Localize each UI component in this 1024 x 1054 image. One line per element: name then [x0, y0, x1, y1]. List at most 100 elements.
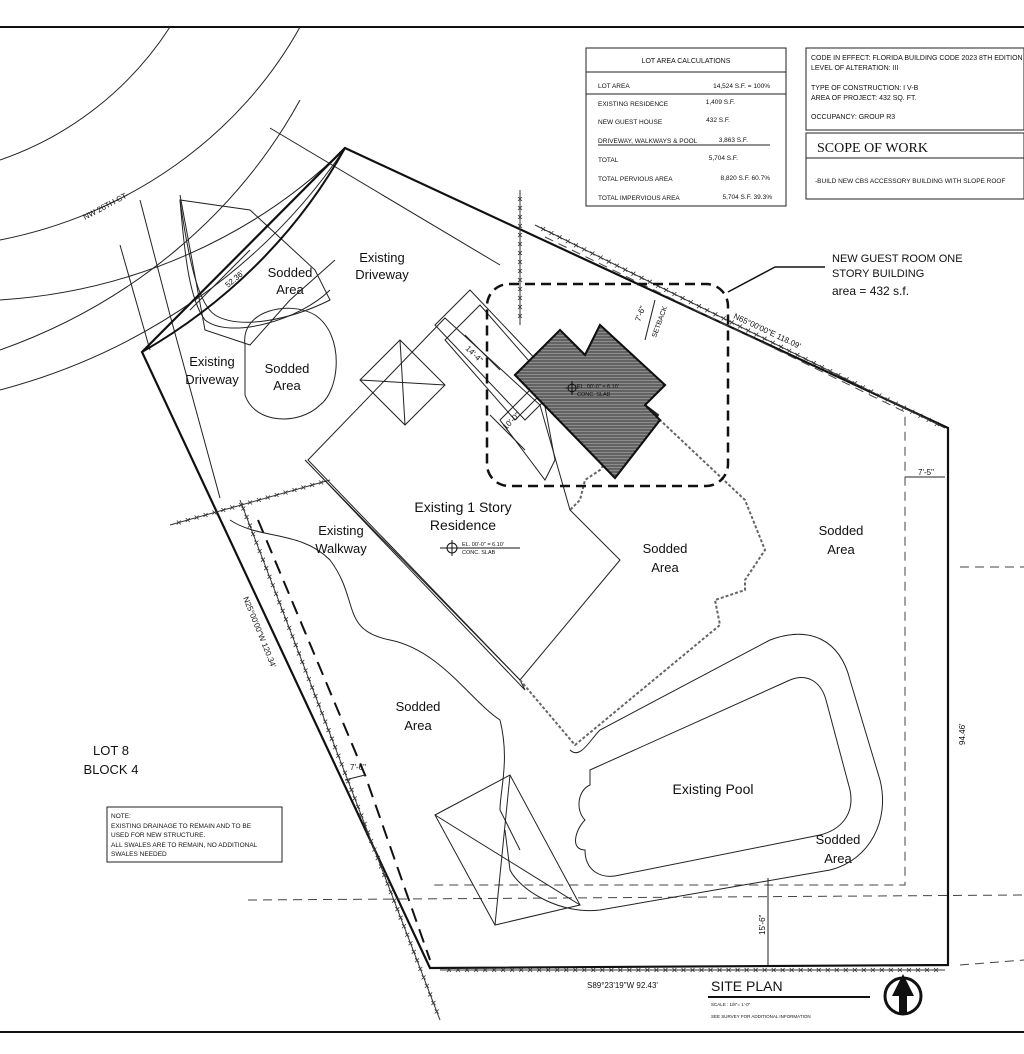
fence-tick	[270, 582, 276, 588]
fence-tick	[280, 608, 285, 614]
lot-calc-label: TOTAL PERVIOUS AREA	[598, 176, 673, 183]
lot-calc-label: TOTAL IMPERVIOUS AREA	[598, 195, 680, 202]
fence-tick	[600, 967, 605, 973]
lot-calc-label: NEW GUEST HOUSE	[598, 119, 663, 126]
lot-calc-label: LOT AREA	[598, 83, 630, 90]
area-label: Sodded	[265, 361, 310, 376]
fence-tick	[836, 372, 841, 378]
fence-tick	[240, 506, 246, 511]
sodded-island-2	[244, 307, 337, 420]
area-label: Sodded	[819, 523, 864, 538]
sodded-island-1	[179, 199, 331, 323]
pool-shade-structure	[434, 774, 581, 926]
fence-tick	[359, 813, 364, 818]
fence-tick	[517, 196, 523, 202]
fence-tick	[573, 243, 579, 248]
fence-tick	[879, 967, 885, 973]
fence-tick	[464, 967, 470, 973]
fence-tick	[618, 967, 623, 973]
fence-tick	[825, 967, 831, 973]
code-info-box	[805, 47, 1024, 131]
fence-tick	[500, 967, 506, 973]
lot-calc-value: 5,704 S.F.	[709, 155, 738, 162]
dimension-label: 14'-4"	[464, 344, 485, 365]
fence-tick	[924, 967, 930, 973]
callout-leader	[727, 266, 825, 293]
fence-tick	[473, 967, 479, 973]
fence-tick	[631, 271, 636, 277]
fence-tick	[735, 967, 740, 973]
code-line: CODE IN EFFECT: FLORIDA BUILDING CODE 20…	[811, 55, 1023, 62]
fence-tick	[852, 381, 858, 386]
fence-tick	[517, 214, 523, 220]
lot-calc-label: DRIVEWAY, WALKWAYS & POOL	[598, 138, 698, 145]
elevation-note: EL. 00'-0" = 6.10'	[577, 384, 619, 390]
fence-tick	[408, 940, 413, 946]
fence-tick	[540, 226, 546, 232]
bearing-label: S89°23'19"W 92.43'	[587, 981, 658, 990]
fence-tick	[286, 625, 292, 631]
fence-tick	[688, 299, 694, 305]
lot-calc-value: 5,704 S.F. 39.3%	[722, 194, 772, 201]
lot-calc-value: 3,863 S.F.	[719, 137, 748, 144]
area-label: Driveway	[185, 372, 239, 387]
fence-tick	[590, 251, 595, 256]
fence-tick	[414, 958, 420, 963]
fence-tick	[322, 719, 328, 724]
fence-tick	[780, 967, 785, 973]
fence-tick	[491, 967, 497, 973]
fence-tick	[614, 263, 620, 268]
fence-tick	[212, 510, 217, 515]
fence-tick	[517, 304, 523, 310]
area-label: Existing	[189, 354, 235, 369]
fence-tick	[861, 967, 867, 973]
fence-tick	[745, 328, 751, 333]
fence-tick	[803, 356, 808, 362]
fence-tick	[418, 966, 423, 972]
fence-tick	[398, 915, 403, 920]
note-box	[106, 806, 283, 863]
fence-tick	[877, 393, 882, 398]
fence-tick	[277, 600, 282, 605]
fence-tick	[391, 898, 397, 903]
dimension-label: 15'-6"	[758, 914, 767, 935]
fence-tick	[293, 642, 299, 648]
scope-text: -BUILD NEW CBS ACCESSORY BUILDING WITH S…	[815, 178, 1005, 185]
lot-calc-value: 14,524 S.F. = 100%	[713, 83, 770, 90]
fence-tick	[319, 710, 325, 716]
fence-tick	[778, 344, 784, 350]
area-label: Area	[651, 560, 679, 575]
fence-tick	[554, 967, 560, 973]
fence-tick	[482, 967, 488, 973]
fence-tick	[306, 676, 312, 682]
area-label: Walkway	[315, 541, 367, 556]
fence-tick	[424, 983, 430, 989]
note-line: USED FOR NEW STRUCTURE.	[111, 832, 205, 839]
fence-tick	[647, 279, 653, 285]
note-line: SWALES NEEDED	[111, 851, 167, 858]
fence-tick	[517, 286, 523, 292]
fence-tick	[844, 376, 849, 382]
fence-tick	[654, 967, 659, 973]
fence-tick	[852, 967, 858, 973]
fence-tick	[368, 838, 374, 844]
fence-tick	[762, 967, 767, 973]
dimension-label: 7'-6"	[350, 763, 366, 772]
code-line: AREA OF PROJECT: 432 SQ. FT.	[811, 95, 916, 102]
fence-tick	[681, 967, 686, 973]
fence-tick	[591, 967, 596, 973]
residence-edge	[304, 459, 526, 691]
area-label: Area	[827, 542, 855, 557]
fence-tick	[843, 967, 849, 973]
fence-tick	[395, 906, 400, 912]
elevation-note: EL. 00'-0" = 6.10'	[462, 542, 504, 548]
fence-tick	[609, 967, 614, 973]
fence-tick	[729, 320, 735, 325]
fence-tick	[717, 967, 722, 973]
fence-tick	[906, 967, 912, 973]
property-boundary	[140, 146, 950, 970]
area-label: Driveway	[355, 267, 409, 282]
fence-tick	[517, 223, 523, 229]
fence-tick	[572, 967, 578, 973]
setback-lines	[247, 236, 1024, 966]
